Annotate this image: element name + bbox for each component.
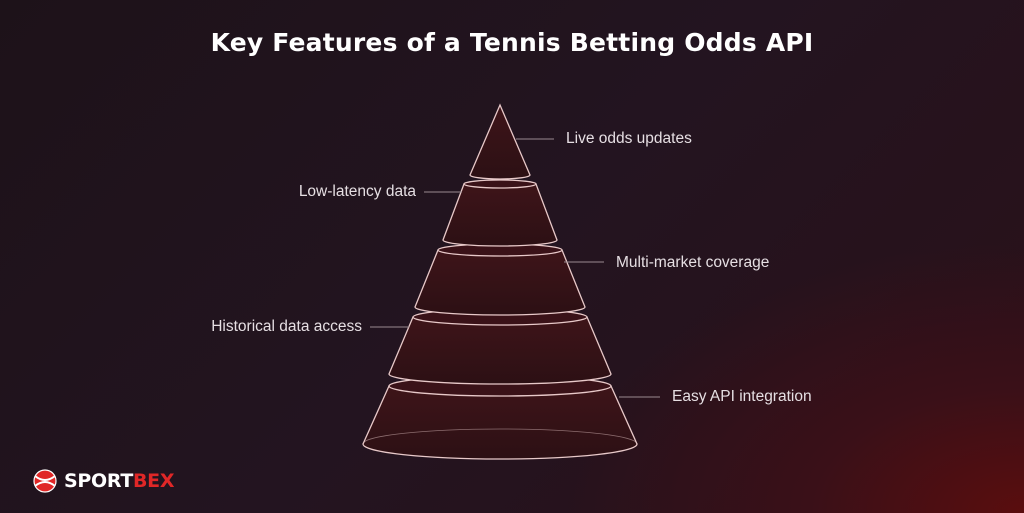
feature-label-historical: Historical data access: [211, 318, 362, 335]
pyramid-segment-1: [469, 103, 531, 180]
logo-text-bex: BEX: [133, 470, 175, 492]
feature-label-easy-api: Easy API integration: [672, 388, 812, 405]
diagram-title: Key Features of a Tennis Betting Odds AP…: [210, 28, 814, 57]
pyramid-segment-3: [414, 243, 586, 316]
tennis-ball-logo-icon: [33, 469, 57, 493]
feature-label-low-latency: Low-latency data: [298, 183, 416, 200]
pyramid-segment-4: [388, 308, 612, 385]
feature-label-live-odds: Live odds updates: [566, 130, 692, 147]
pyramid-segment-5: [362, 375, 638, 460]
feature-label-multi-market: Multi-market coverage: [616, 254, 770, 271]
sportbex-logo: SPORTBEX: [30, 466, 175, 496]
pyramid-segment-2: [442, 179, 558, 247]
logo-text-sport: SPORT: [64, 470, 133, 492]
